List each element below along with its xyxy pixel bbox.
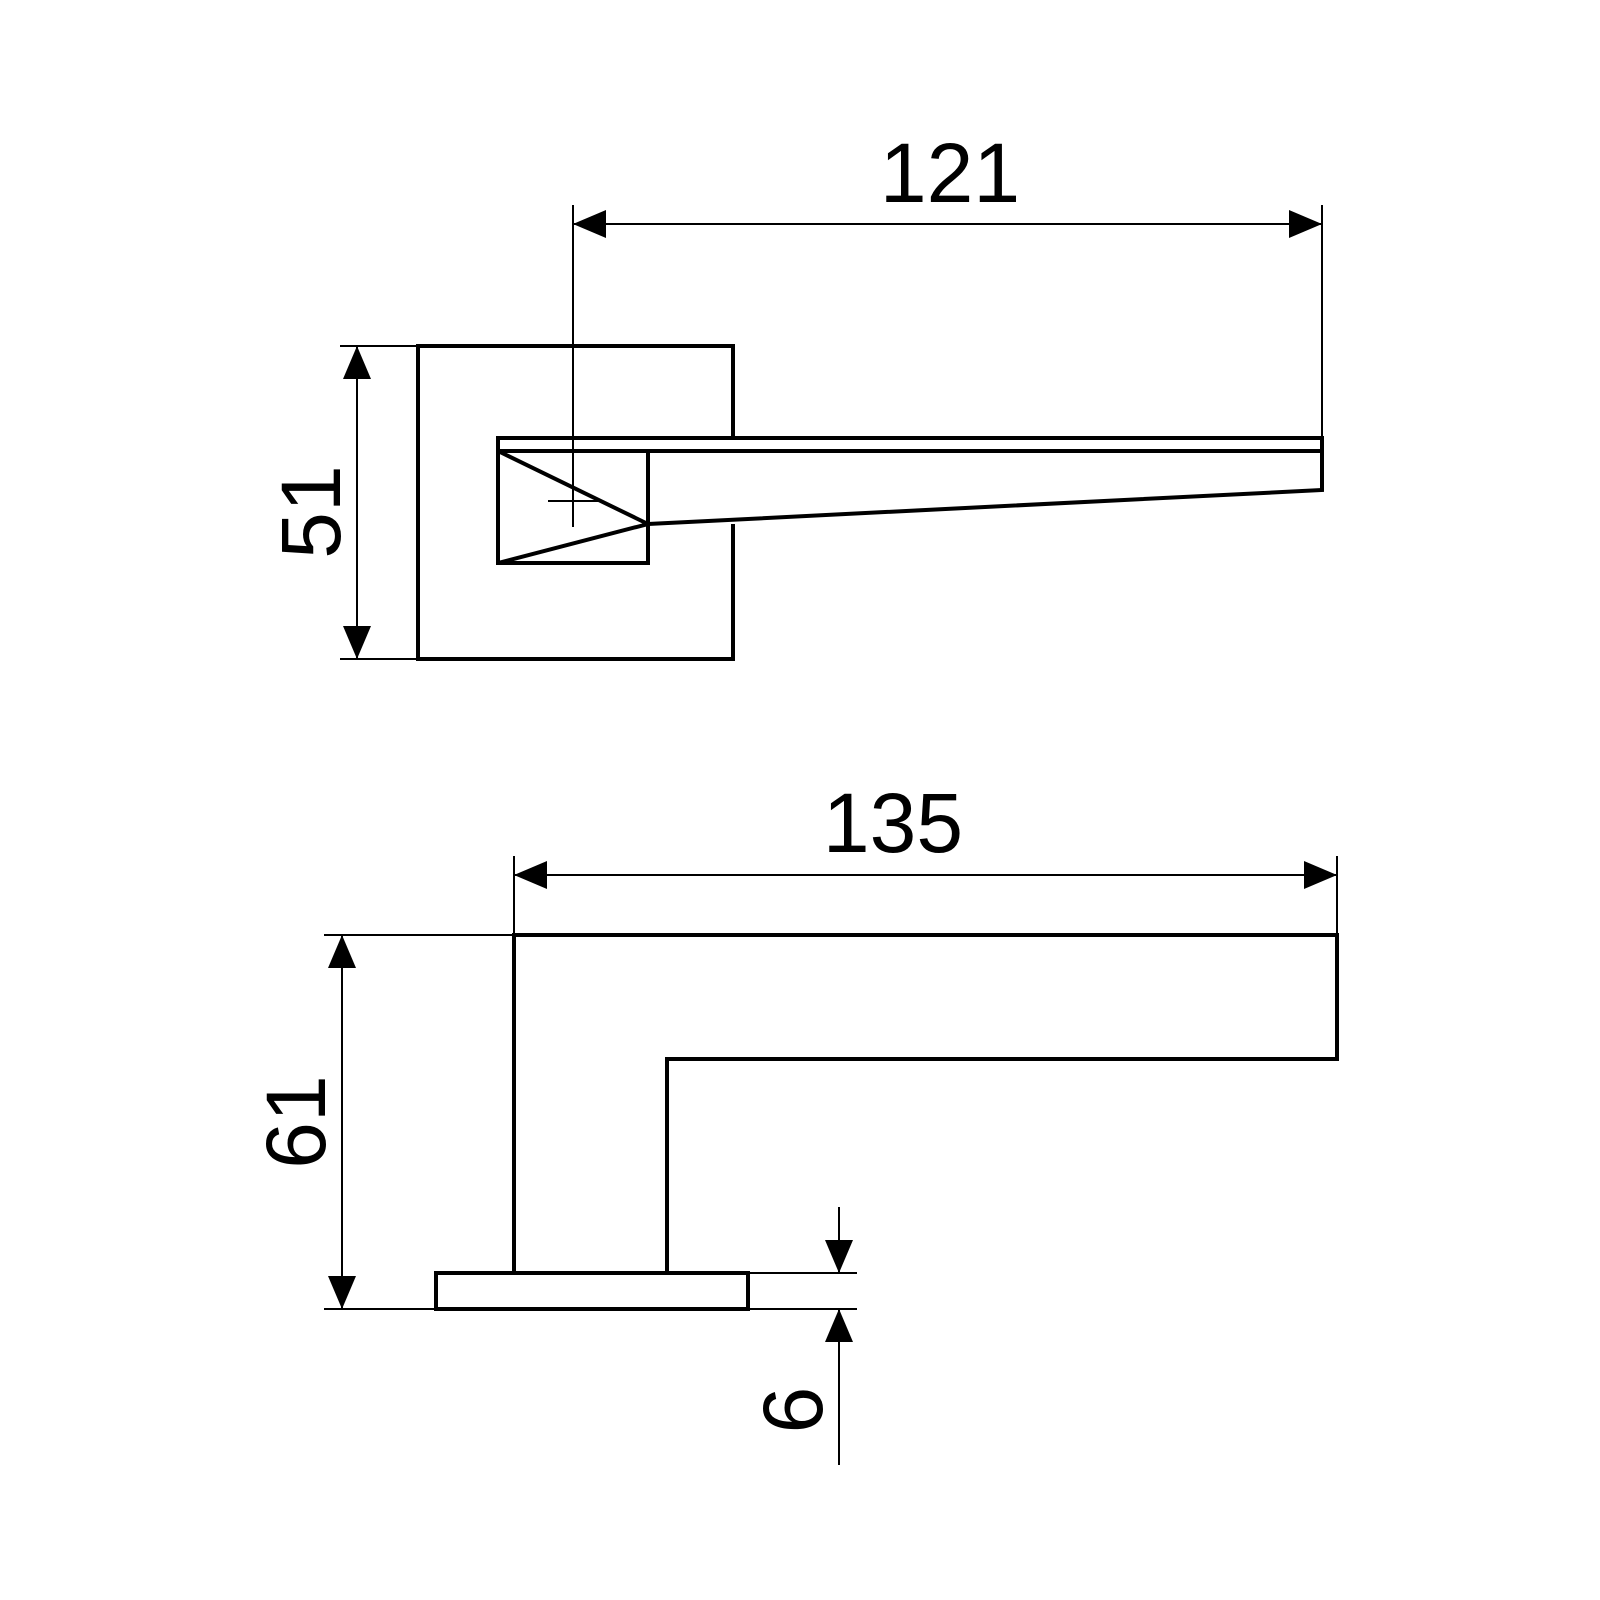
- arrow-down-icon: [328, 1276, 356, 1309]
- arrow-left-icon: [573, 210, 606, 238]
- arrow-down-icon: [343, 626, 371, 659]
- spindle-diagonals: [497, 449, 654, 565]
- dimension-6: 6: [746, 1207, 857, 1465]
- arrow-right-icon: [1289, 210, 1322, 238]
- dimension-51: 51: [264, 345, 418, 660]
- arrow-up-icon: [328, 935, 356, 968]
- dimension-label-121: 121: [880, 126, 1020, 220]
- rose-outline-top: [416, 344, 735, 661]
- lever-body-top: [647, 451, 1324, 526]
- side-view: 135 61 6: [249, 776, 1339, 1465]
- dimension-61: 61: [249, 934, 514, 1310]
- lever-top-band: [496, 436, 1324, 453]
- arrow-right-icon: [1304, 861, 1337, 889]
- dimension-label-51: 51: [264, 465, 358, 558]
- rose-side: [434, 1271, 750, 1311]
- dimension-121: 121: [573, 126, 1323, 438]
- dimension-135: 135: [513, 776, 1338, 935]
- dimension-label-135: 135: [823, 776, 963, 870]
- arrow-up-icon: [825, 1309, 853, 1342]
- arrow-up-icon: [343, 346, 371, 379]
- arrow-down-icon: [825, 1240, 853, 1273]
- dimension-label-61: 61: [249, 1075, 343, 1168]
- top-view: 121 51: [264, 126, 1324, 661]
- arrow-left-icon: [514, 861, 547, 889]
- dimension-label-6: 6: [746, 1387, 840, 1434]
- lever-outline-side: [512, 933, 1339, 1275]
